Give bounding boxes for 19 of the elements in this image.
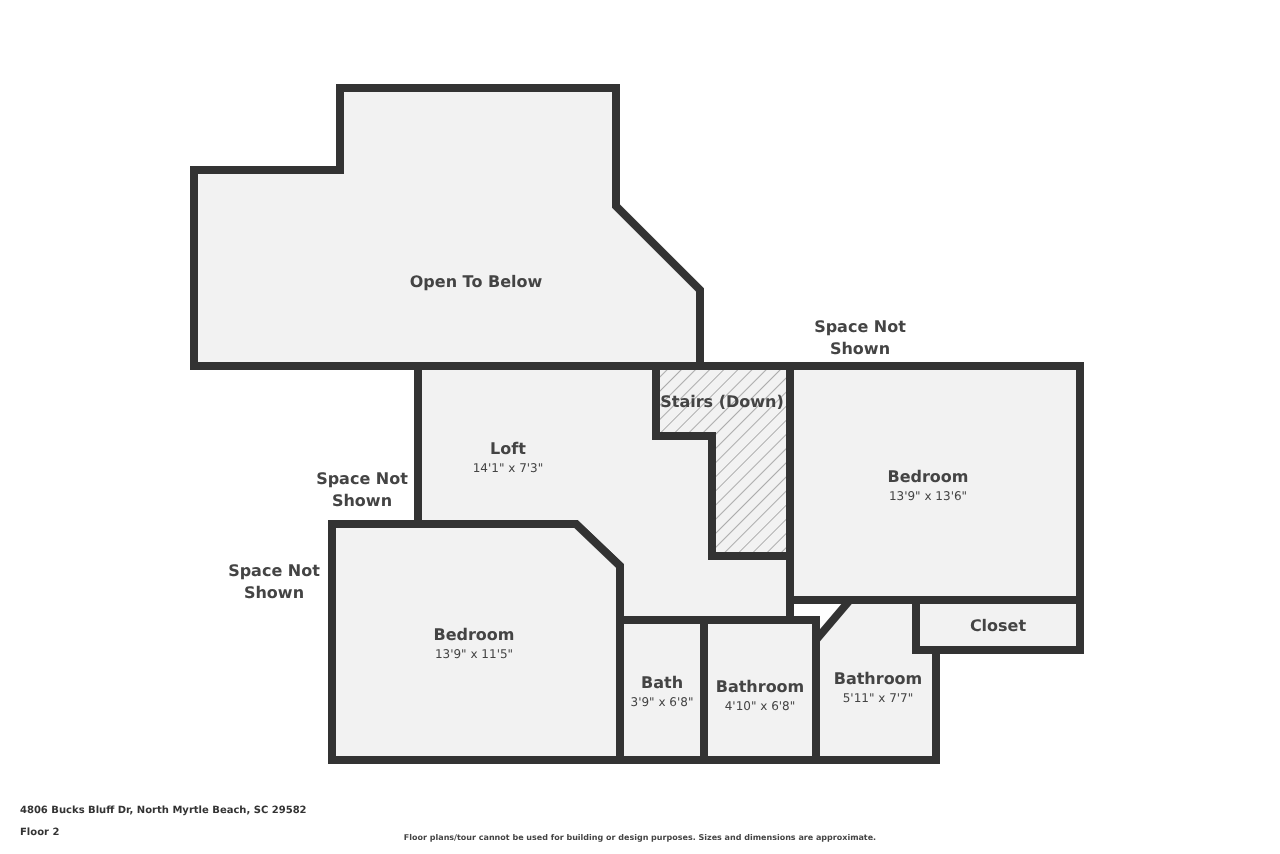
room-name: Loft	[490, 438, 526, 460]
room-area	[704, 620, 816, 760]
area-note: Space Not Shown	[314, 468, 410, 512]
room-area	[332, 524, 620, 760]
room-area	[620, 620, 704, 760]
room-name: Stairs (Down)	[660, 391, 784, 413]
area-note: Space Not Shown	[812, 316, 908, 360]
room-name: Bedroom	[887, 466, 969, 488]
room-name: Bedroom	[433, 624, 515, 646]
room-name: Open To Below	[409, 271, 543, 293]
room-name: Closet	[969, 615, 1027, 637]
room-area	[916, 600, 1080, 650]
room-area	[194, 88, 700, 366]
room-name: Bath	[641, 672, 683, 694]
room-area	[790, 366, 1080, 600]
area-note: Space Not Shown	[226, 560, 322, 604]
room-area	[816, 600, 936, 760]
room-name: Bathroom	[833, 668, 923, 690]
room-name: Bathroom	[715, 676, 805, 698]
